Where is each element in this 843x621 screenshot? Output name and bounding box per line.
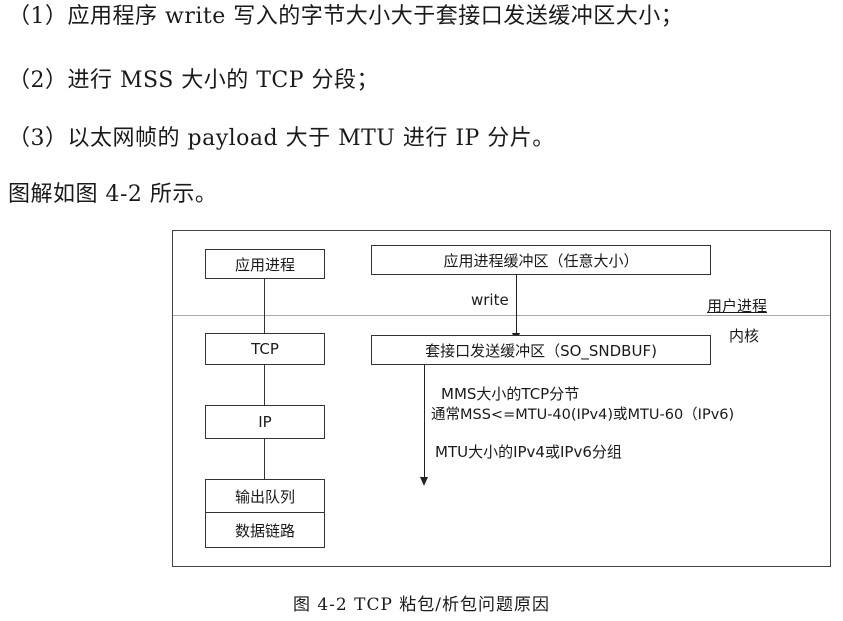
write-label: write: [471, 291, 509, 309]
data-link-box: 数据链路: [205, 512, 325, 548]
mss-segment-label: MMS大小的TCP分节: [441, 385, 580, 403]
paragraph-line-1: （1）应用程序 write 写入的字节大小大于套接口发送缓冲区大小；: [8, 4, 684, 29]
figure-caption: 图 4-2 TCP 粘包/析包问题原因: [292, 595, 551, 615]
paragraph-line-3: （3）以太网帧的 payload 大于 MTU 进行 IP 分片。: [8, 126, 555, 151]
write-arrow: [516, 275, 517, 335]
app-buffer-box: 应用进程缓冲区（任意大小）: [371, 245, 711, 275]
kernel-label: 内核: [729, 327, 760, 345]
socket-send-buffer-box: 套接口发送缓冲区（SO_SNDBUF): [371, 335, 711, 365]
user-process-label: 用户进程: [707, 297, 768, 315]
segment-arrow-head: [420, 477, 428, 486]
user-kernel-divider: [173, 315, 830, 316]
tcp-box: TCP: [205, 333, 325, 365]
output-queue-box: 输出队列: [205, 479, 325, 513]
mtu-packet-label: MTU大小的IPv4或IPv6分组: [435, 443, 622, 461]
paragraph-line-2: （2）进行 MSS 大小的 TCP 分段；: [8, 68, 380, 93]
paragraph-line-4: 图解如图 4-2 所示。: [8, 182, 218, 207]
stack-connector-line: [264, 279, 265, 479]
app-process-box: 应用进程: [205, 249, 325, 279]
figure-tcp-diagram: 应用进程 TCP IP 输出队列 数据链路 应用进程缓冲区（任意大小） writ…: [172, 230, 831, 567]
segment-arrow: [424, 365, 425, 479]
mss-formula-label: 通常MSS<=MTU-40(IPv4)或MTU-60（IPv6): [431, 407, 735, 423]
ip-box: IP: [205, 405, 325, 439]
